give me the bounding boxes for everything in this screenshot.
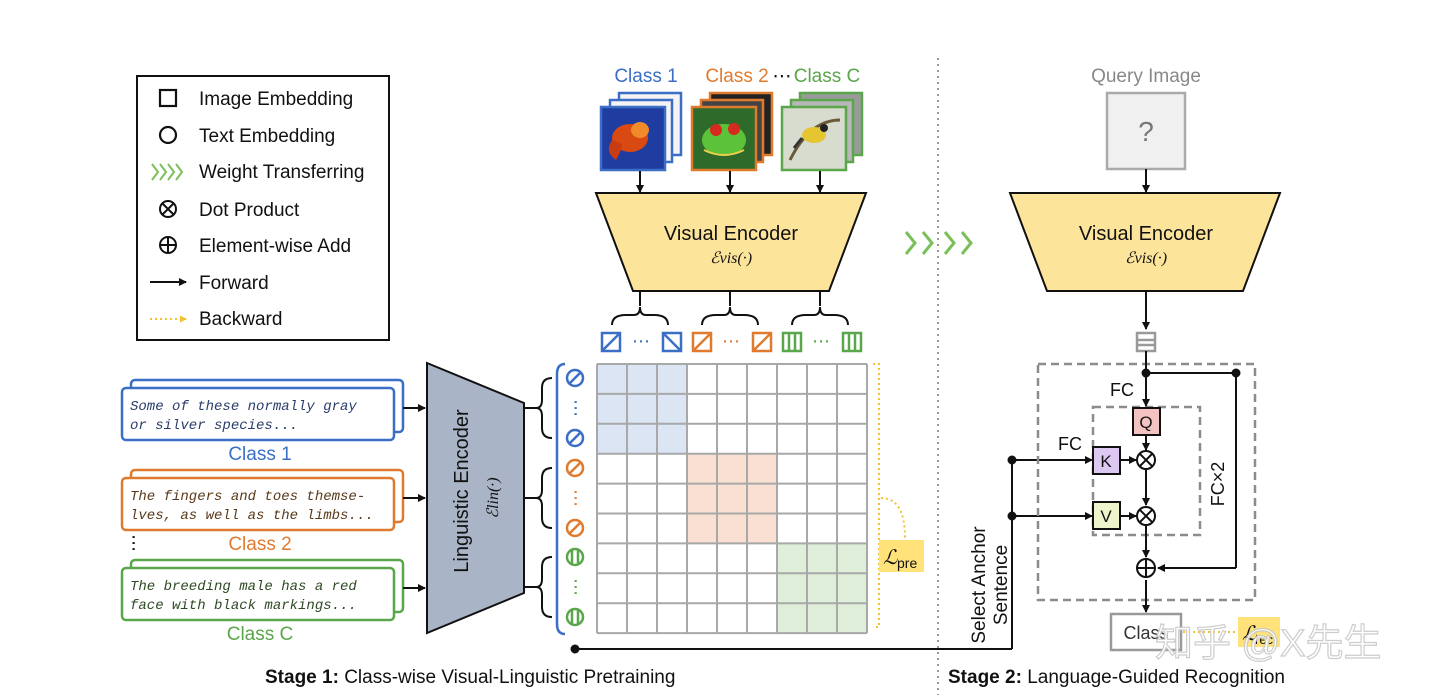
- query-image-mark: ?: [1138, 116, 1154, 147]
- legend-label-element-add: Element-wise Add: [199, 236, 351, 257]
- svg-text:⋯: ⋯: [812, 331, 830, 351]
- bird-image: [780, 105, 848, 172]
- legend-label-backward: Backward: [199, 309, 282, 330]
- legend-label-image-embedding: Image Embedding: [199, 89, 353, 110]
- stage2-caption: Stage 2: Language-Guided Recognition: [948, 667, 1285, 688]
- sentence-class-1-line1: Some of these normally gray: [130, 399, 357, 415]
- select-anchor-line2: Sentence: [991, 545, 1012, 625]
- sentence-class-1-line2: or silver species...: [130, 418, 298, 434]
- attention-flow: [1120, 351, 1241, 613]
- dot-product-icon: [159, 200, 177, 218]
- class-image-stacks: Class 1 Class 2 ⋯ Class C: [599, 66, 864, 193]
- fc-x2-label: FC×2: [1208, 462, 1228, 507]
- similarity-matrix: [596, 363, 868, 635]
- fc-k-label: FC: [1058, 434, 1082, 454]
- dot-product-icon: [1136, 506, 1156, 526]
- class-output: Class ℒ rec: [1109, 612, 1280, 652]
- qkv-boxes: Q K V: [1092, 407, 1161, 530]
- svg-text:⋯: ⋯: [566, 399, 586, 417]
- q-label: Q: [1139, 413, 1152, 432]
- pretraining-loss: ℒ pre: [873, 363, 924, 628]
- class-c-image-label: Class C: [794, 66, 861, 87]
- query-embedding: [1135, 331, 1157, 353]
- dot-product-icon: [1136, 450, 1156, 470]
- sentence-class-c-line1: The breeding male has a red: [130, 579, 357, 595]
- watermark: 知乎 @X先生: [1155, 623, 1381, 665]
- recognition-loss-symbol: ℒ: [1242, 623, 1257, 645]
- element-add-icon: [159, 236, 177, 254]
- image-embedding-row: ⋯ ⋯ ⋯: [600, 331, 863, 353]
- text-embedding-column: ⋯ ⋯ ⋯: [524, 362, 586, 636]
- sentence-cards: Some of these normally gray or silver sp…: [120, 378, 426, 645]
- class-1-image-label: Class 1: [614, 66, 677, 87]
- stage-captions: Stage 1: Class-wise Visual-Linguistic Pr…: [265, 667, 1285, 688]
- legend-label-weight-transferring: Weight Transferring: [199, 162, 364, 183]
- q-box: [1132, 407, 1161, 436]
- anchor-connection: [570, 455, 1093, 654]
- v-box: [1092, 501, 1121, 530]
- class-output-label: Class: [1123, 623, 1168, 643]
- sentence-class-c-line2: face with black markings...: [130, 598, 357, 614]
- svg-text:⋯: ⋯: [722, 331, 740, 351]
- query-image: Query Image ?: [1091, 66, 1201, 193]
- class-2-image-label: Class 2: [705, 66, 768, 87]
- linguistic-encoder-title: Linguistic Encoder: [451, 409, 473, 573]
- query-image-title: Query Image: [1091, 66, 1201, 87]
- visual-encoder-stage1: Visual Encoder ℰvis(·): [594, 192, 868, 292]
- legend: Image Embedding Text Embedding Weight Tr…: [136, 75, 390, 341]
- visual-encoder-stage1-title: Visual Encoder: [664, 223, 799, 245]
- svg-text:⋯: ⋯: [632, 331, 650, 351]
- sentence-class-2-line2: lves, as well as the limbs...: [130, 508, 374, 524]
- sentence-class-2-label: Class 2: [228, 534, 291, 555]
- k-label: K: [1100, 452, 1112, 471]
- element-add-icon: [1136, 558, 1156, 578]
- chevrons-icon: [151, 163, 184, 181]
- k-box: [1092, 446, 1121, 475]
- linguistic-encoder: Linguistic Encoder ℰlin(·): [426, 361, 525, 635]
- weight-transfer-chevrons: [904, 231, 973, 255]
- svg-text:⋯: ⋯: [124, 534, 144, 552]
- visual-encoder-stage2-title: Visual Encoder: [1079, 223, 1214, 245]
- pretraining-loss-sub: pre: [897, 555, 917, 571]
- visual-encoder-stage1-symbol: ℰvis(·): [710, 250, 752, 267]
- image-embedding-braces: [611, 291, 849, 326]
- svg-text:⋯: ⋯: [566, 489, 586, 507]
- svg-text:⋯: ⋯: [566, 578, 586, 596]
- pretraining-loss-symbol: ℒ: [883, 547, 898, 569]
- square-icon: [158, 88, 178, 108]
- recognition-loss-sub: rec: [1255, 632, 1274, 647]
- v-label: V: [1100, 507, 1112, 526]
- fc-top-label: FC: [1110, 380, 1134, 400]
- legend-label-text-embedding: Text Embedding: [199, 126, 335, 147]
- select-anchor-line1: Select Anchor: [969, 526, 990, 644]
- legend-label-dot-product: Dot Product: [199, 200, 300, 221]
- class-ellipsis: ⋯: [773, 66, 792, 87]
- sentence-class-2-line1: The fingers and toes themse-: [130, 489, 365, 505]
- visual-encoder-stage2-symbol: ℰvis(·): [1125, 250, 1167, 267]
- visual-encoder-stage2: Visual Encoder ℰvis(·): [1008, 192, 1282, 330]
- stage1-caption: Stage 1: Class-wise Visual-Linguistic Pr…: [265, 667, 675, 688]
- legend-label-forward: Forward: [199, 273, 269, 294]
- linguistic-encoder-symbol: ℰlin(·): [485, 477, 502, 518]
- goldfish-image: [599, 105, 667, 172]
- sentence-class-c-label: Class C: [227, 624, 294, 645]
- sentence-class-1-label: Class 1: [228, 444, 291, 465]
- circle-icon: [158, 125, 178, 145]
- operator-icons: [1136, 450, 1156, 578]
- frog-image: [690, 105, 758, 172]
